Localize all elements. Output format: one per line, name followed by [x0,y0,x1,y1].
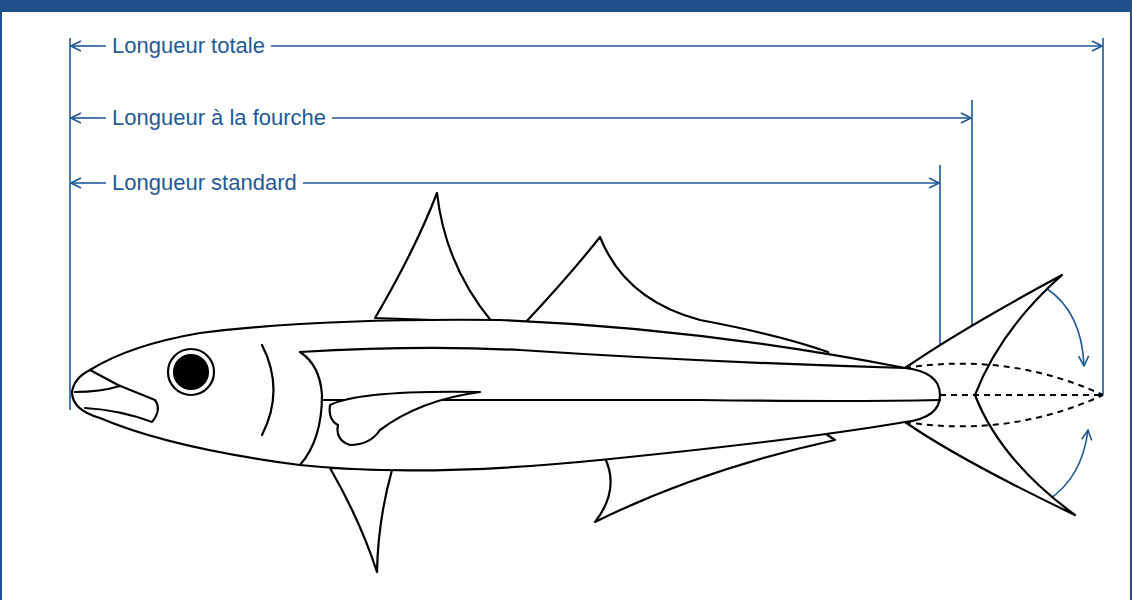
dimension-label: Longueur totale [106,33,271,59]
top-band [0,0,1132,12]
frame-line [0,0,2,600]
dimension-label: Longueur standard [106,170,303,196]
tail-fold-dashes [905,364,1103,427]
fish-drawing [72,193,1075,572]
dimension-label: Longueur à la fourche [106,105,332,131]
frame-line [1130,0,1132,600]
